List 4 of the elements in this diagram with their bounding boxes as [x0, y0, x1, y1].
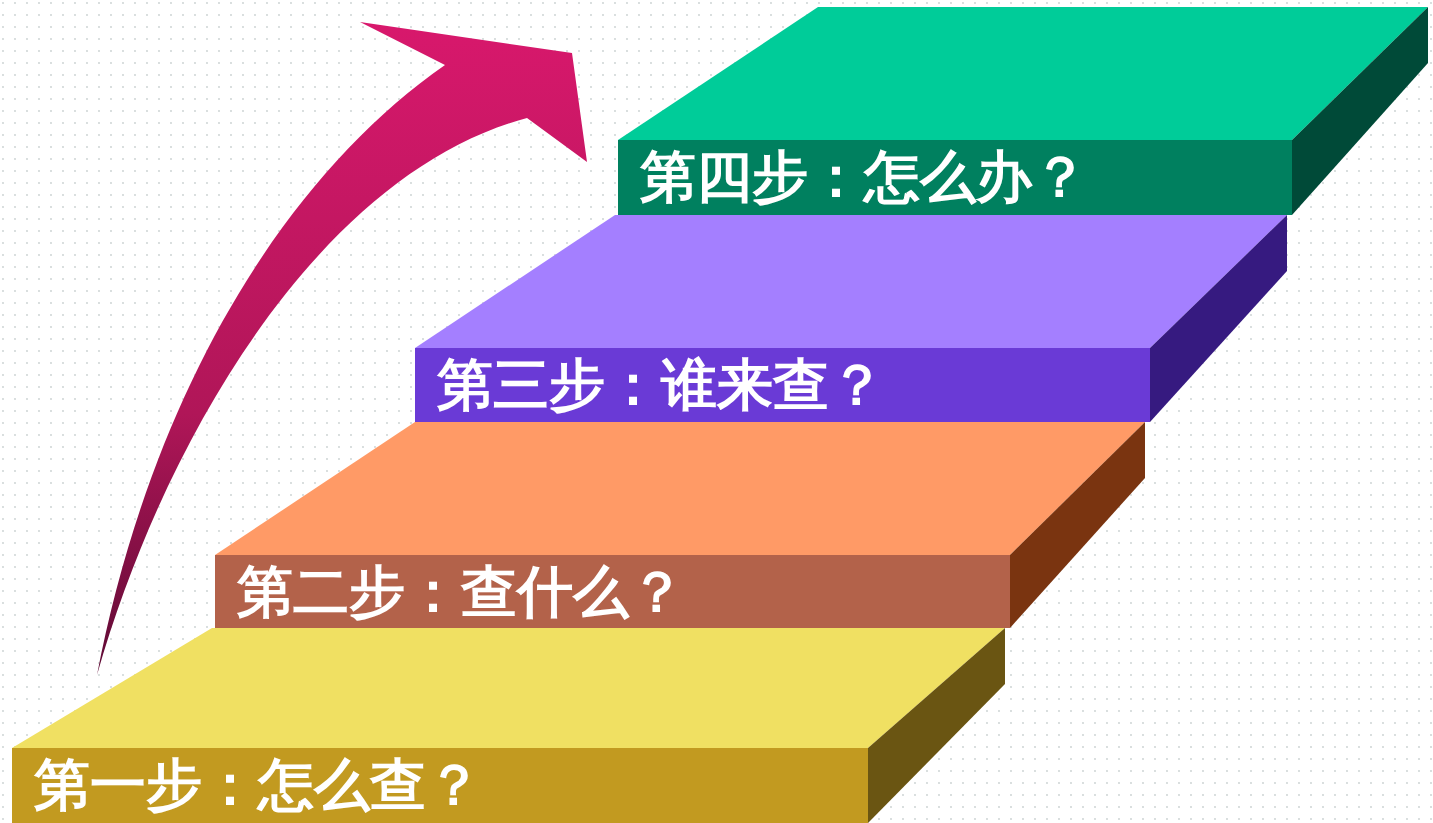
step-label: 第三步：谁来查？ — [437, 351, 885, 419]
step-label: 第四步：怎么办？ — [640, 143, 1088, 211]
step-label: 第一步：怎么查？ — [34, 751, 482, 819]
step-label: 第二步：查什么？ — [237, 558, 685, 626]
